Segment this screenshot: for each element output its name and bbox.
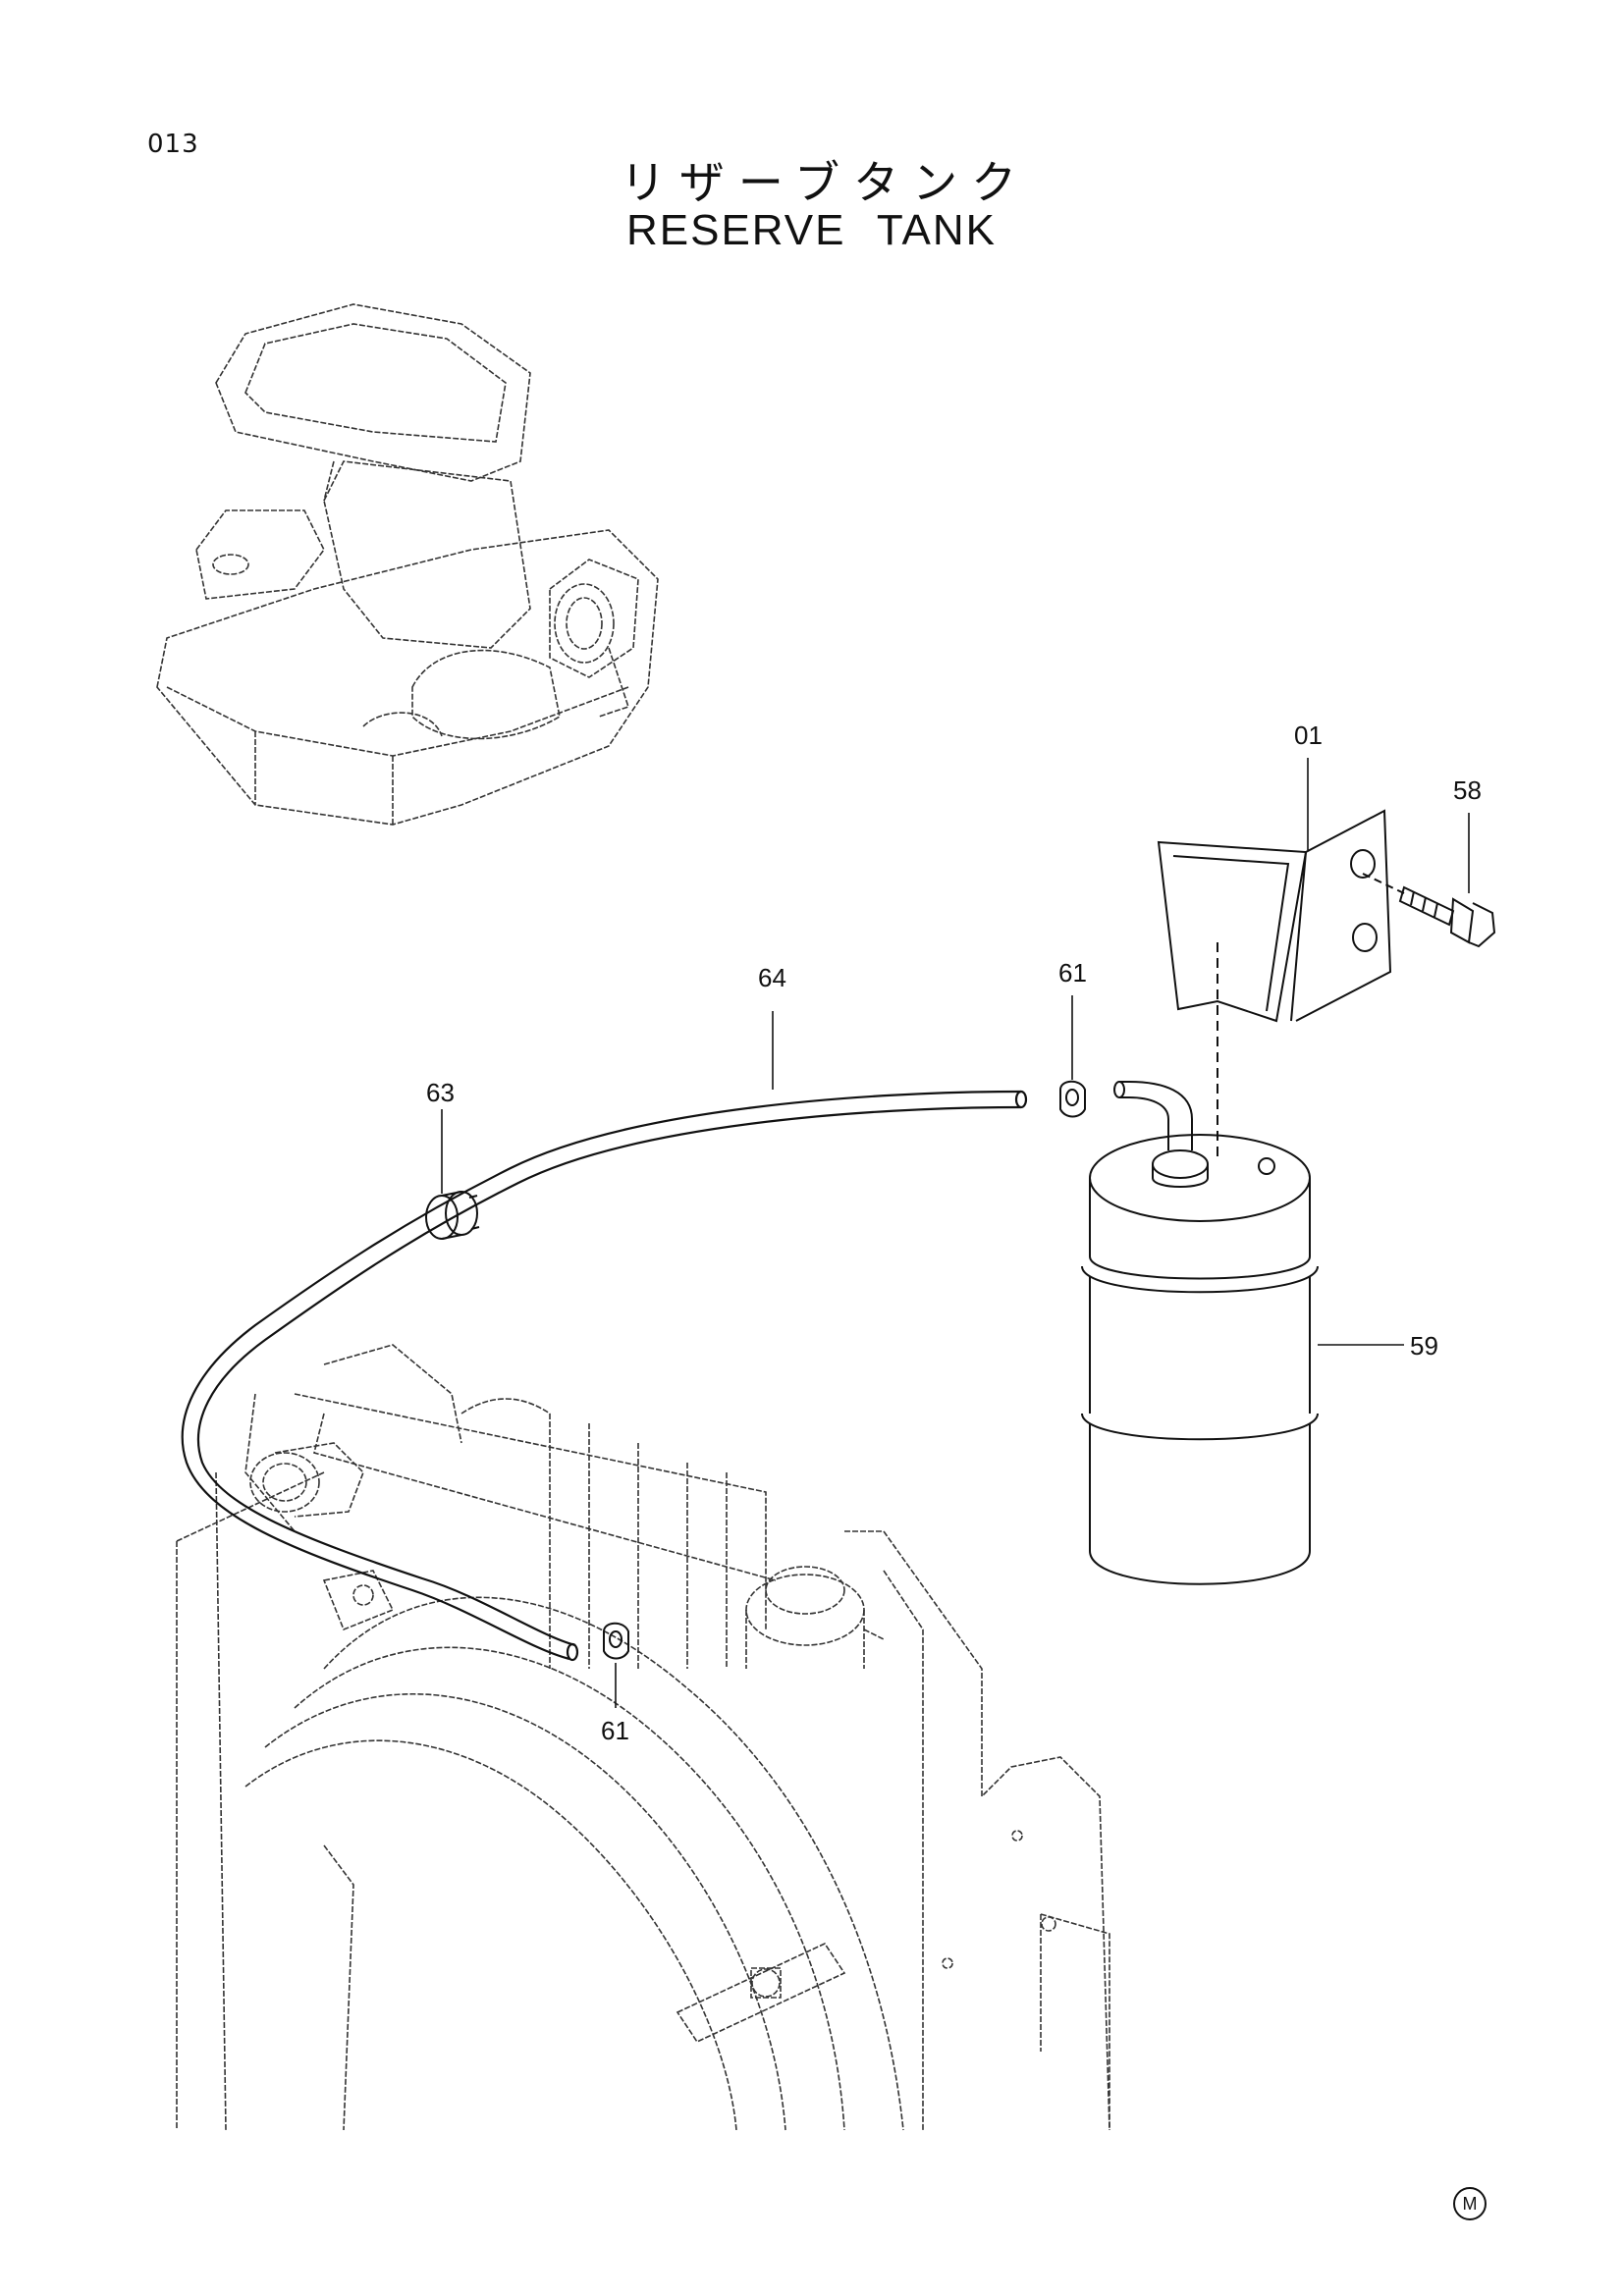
grommet-63 [425, 1191, 480, 1240]
part-label-61-upper: 61 [1058, 958, 1087, 988]
corner-mark: M [1453, 2187, 1487, 2220]
title-japanese: リザーブタンク [620, 156, 1031, 209]
part-label-63: 63 [426, 1078, 455, 1107]
reserve-tank-59 [1081, 1081, 1319, 1585]
clip-61-lower [603, 1622, 629, 1660]
part-label-01: 01 [1294, 721, 1323, 750]
part-label-61-lower: 61 [601, 1716, 629, 1745]
clip-61-upper [1059, 1080, 1086, 1118]
machine-overview-sketch [156, 303, 659, 826]
hose-64 [181, 1090, 1028, 1662]
leader-lines [441, 758, 1470, 1708]
part-label-58: 58 [1453, 775, 1482, 805]
part-label-64: 64 [758, 963, 786, 992]
radiator-assembly-sketch [176, 1344, 1110, 2131]
part-label-59: 59 [1410, 1331, 1438, 1361]
title-english: RESERVE TANK [625, 206, 997, 254]
bracket-01 [1157, 809, 1392, 1158]
page-code: 013 [147, 130, 199, 159]
bolt-58 [1362, 873, 1496, 948]
